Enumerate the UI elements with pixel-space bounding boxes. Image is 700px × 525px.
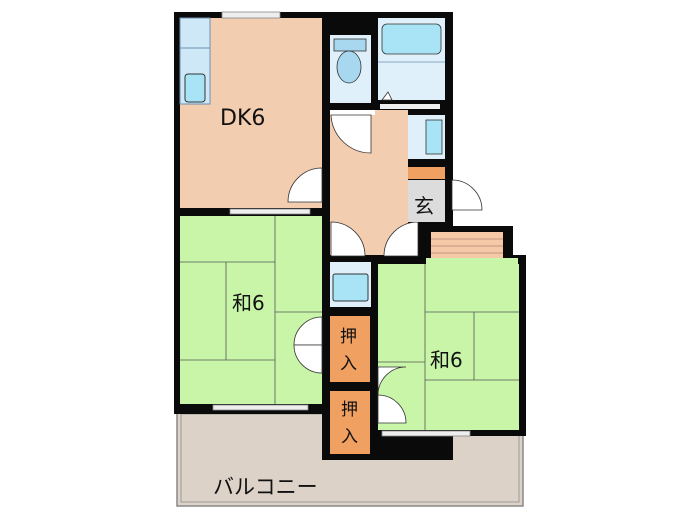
- bathtub-icon: [381, 23, 442, 55]
- closet-door[interactable]: [293, 344, 323, 374]
- window: [229, 208, 311, 215]
- washitsu-left: 和6: [180, 216, 323, 411]
- window: [221, 11, 281, 19]
- washbasin-icon: [425, 119, 443, 155]
- window: [381, 430, 471, 437]
- hallway: [330, 110, 419, 257]
- oshiire-1-label-bottom: 入: [340, 354, 357, 374]
- sink-icon: [332, 273, 369, 302]
- dk-label: DK6: [220, 106, 265, 131]
- washitsu-left-label: 和6: [232, 291, 265, 315]
- oshiire-2-label-bottom: 入: [341, 427, 358, 447]
- bathroom: [378, 18, 445, 101]
- sink-niche: [330, 262, 371, 307]
- closet-door[interactable]: [377, 394, 407, 424]
- dk-room: DK6: [179, 11, 323, 215]
- entrance-door[interactable]: [451, 179, 483, 211]
- oshiire-2-label-top: 押: [341, 400, 358, 420]
- toilet-room: [330, 35, 371, 103]
- stairs: [431, 232, 503, 260]
- door-swing[interactable]: [330, 221, 366, 257]
- washitsu-right-label: 和6: [430, 348, 463, 372]
- oshiire-1-label-top: 押: [340, 327, 357, 347]
- door-swing[interactable]: [287, 167, 323, 203]
- oshiire-1: 押 入: [330, 316, 370, 382]
- oshiire-2: 押 入: [330, 391, 370, 454]
- genkan: 玄: [408, 167, 483, 222]
- door-swing[interactable]: [383, 221, 419, 257]
- balcony-label: バルコニー: [213, 475, 318, 499]
- genkan-label: 玄: [414, 194, 434, 218]
- toilet-icon: [336, 50, 362, 84]
- window: [212, 404, 309, 411]
- kitchen-sink-icon: [184, 73, 206, 103]
- door-swing[interactable]: [330, 114, 372, 154]
- washitsu-right: 和6: [377, 258, 519, 437]
- closet-door[interactable]: [377, 366, 407, 396]
